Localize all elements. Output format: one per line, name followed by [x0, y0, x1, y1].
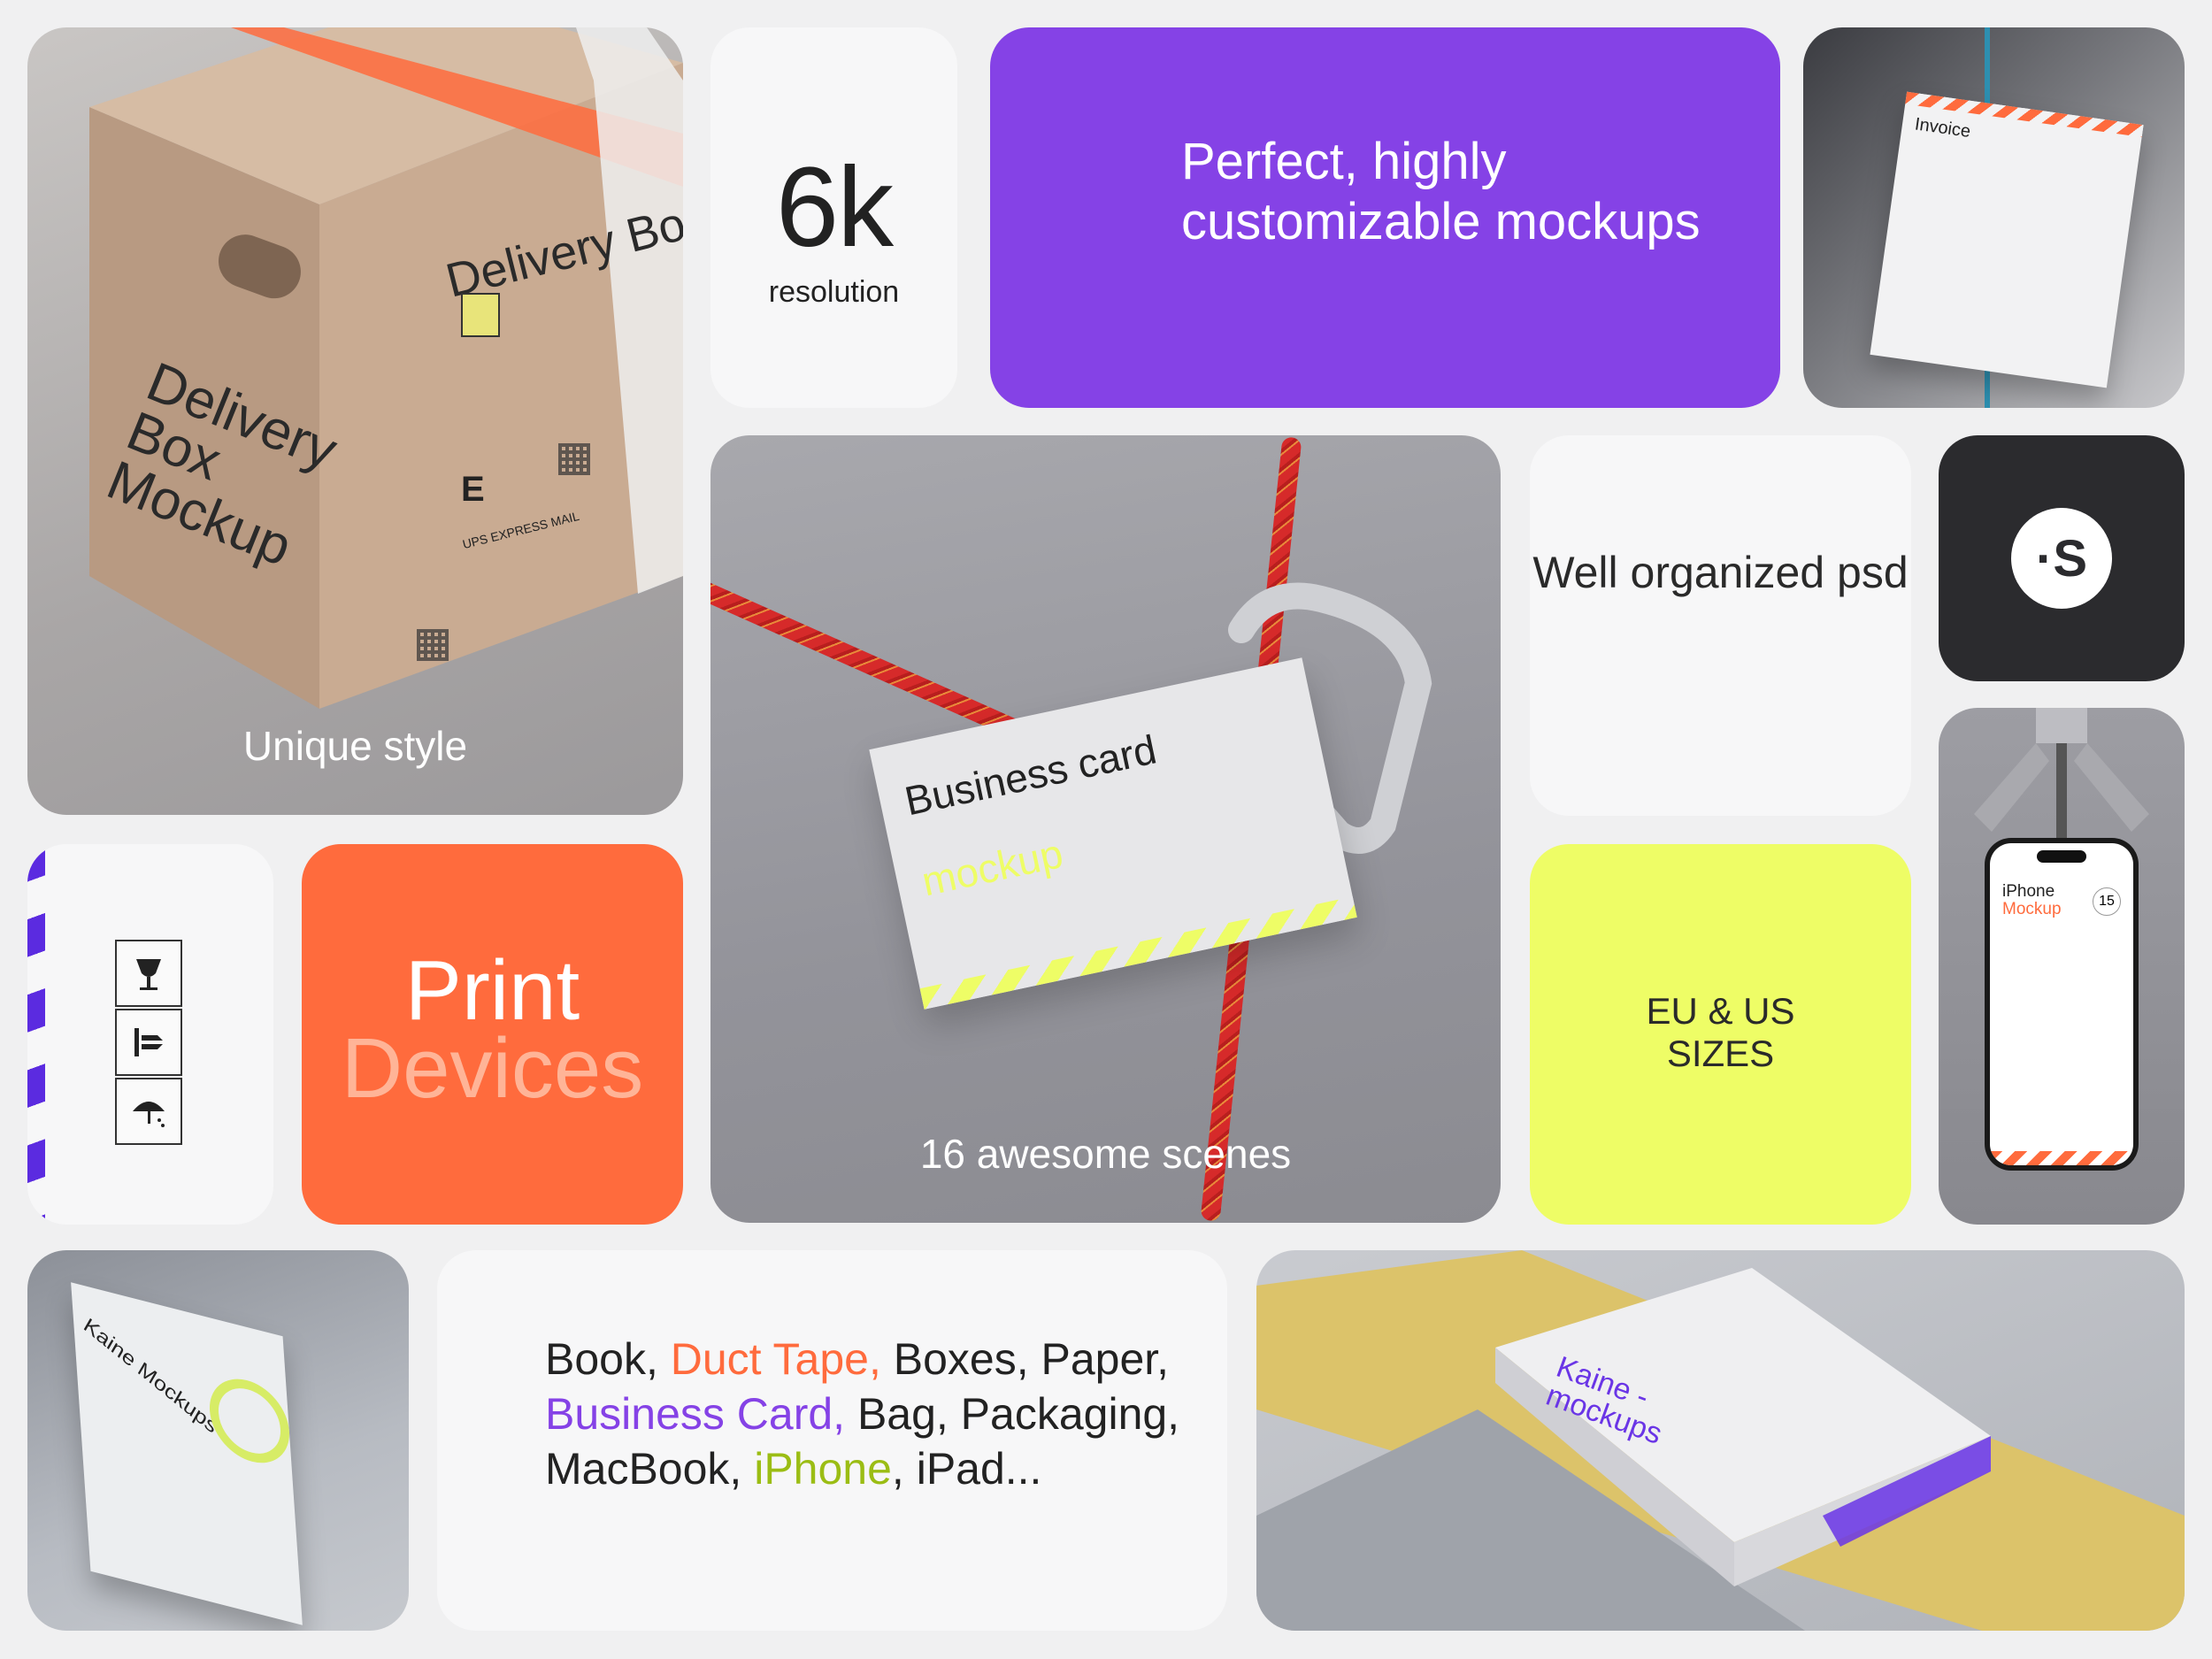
this-side-up-icon — [115, 1009, 182, 1076]
card-stack-illustration — [1256, 1250, 2185, 1631]
list-part: Book, — [545, 1334, 671, 1384]
fragile-icon — [115, 940, 182, 1007]
brand-logo-icon: ·S — [2011, 508, 2112, 609]
phone-stripe — [1990, 1151, 2133, 1165]
invoice-paper: Invoice — [1870, 91, 2144, 388]
sizes-line-2: SIZES — [1666, 1033, 1775, 1074]
book-accent — [206, 1370, 293, 1472]
qr-code — [558, 443, 590, 475]
book-cover: Kaine Mockups — [71, 1282, 303, 1625]
tile-sizes: EU & US SIZES — [1530, 844, 1911, 1225]
product-list-text: Book, Duct Tape, Boxes, Paper, Business … — [545, 1332, 1182, 1496]
tile-scenes: Business card mockup 16 awesome scenes — [710, 435, 1501, 1223]
book-title: Kaine Mockups — [80, 1313, 221, 1439]
sizes-text: EU & US SIZES — [1530, 990, 1911, 1075]
list-part: Boxes, Paper, — [880, 1334, 1170, 1384]
fragile-icon — [461, 293, 500, 337]
tile-delivery-box: Delivery Box Delivery Box Mockup E UPS E… — [27, 27, 683, 815]
feature-text: Perfect, highly customizable mockups — [1181, 133, 1701, 250]
resolution-value: 6k — [775, 144, 894, 271]
list-part: , iPad... — [891, 1444, 1042, 1494]
stripe-decoration — [27, 844, 45, 1225]
iphone-number-badge: 15 — [2093, 887, 2121, 916]
list-highlight-duct-tape: Duct Tape, — [670, 1334, 881, 1384]
tile-product-list: Book, Duct Tape, Boxes, Paper, Business … — [437, 1250, 1227, 1631]
business-card-title: Business card — [900, 726, 1161, 825]
list-part: Bag, Packaging, MacBook, — [545, 1389, 1180, 1494]
tile-psd: Well organized psd — [1530, 435, 1911, 816]
scenes-caption: 16 awesome scenes — [919, 1131, 1292, 1177]
qr-code — [417, 629, 449, 661]
list-highlight-iphone: iPhone — [754, 1444, 892, 1494]
box-letter: E — [461, 470, 485, 509]
iphone-subtitle: Mockup — [2002, 900, 2062, 918]
tile-card-stack: Kaine - mockups — [1256, 1250, 2185, 1631]
list-highlight-business-card: Business Card, — [545, 1389, 846, 1439]
tile-print-devices: Print Devices — [302, 844, 683, 1225]
tile-book: Kaine Mockups — [27, 1250, 409, 1631]
iphone-device: iPhone Mockup 15 — [1985, 838, 2139, 1171]
tile-invoice: Invoice — [1803, 27, 2185, 408]
tile-resolution: 6k resolution — [710, 27, 957, 408]
business-card-subtitle: mockup — [918, 830, 1067, 905]
psd-text: Well organized psd — [1532, 548, 1909, 597]
resolution-label: resolution — [768, 275, 900, 309]
delivery-box-illustration — [89, 27, 683, 709]
tile-logo: ·S — [1939, 435, 2185, 681]
print-title: Print — [404, 943, 580, 1038]
claw-illustration — [1974, 708, 2149, 841]
tile-iphone: iPhone Mockup 15 — [1939, 708, 2185, 1225]
devices-title: Devices — [341, 1021, 644, 1116]
carabiner-illustration — [1228, 582, 1432, 854]
tile-symbols — [27, 844, 273, 1225]
box-caption: Unique style — [242, 723, 468, 769]
keep-dry-icon — [115, 1078, 182, 1145]
tile-feature: Perfect, highly customizable mockups — [990, 27, 1780, 408]
sizes-line-1: EU & US — [1646, 990, 1795, 1032]
iphone-title: iPhone — [2002, 882, 2055, 901]
